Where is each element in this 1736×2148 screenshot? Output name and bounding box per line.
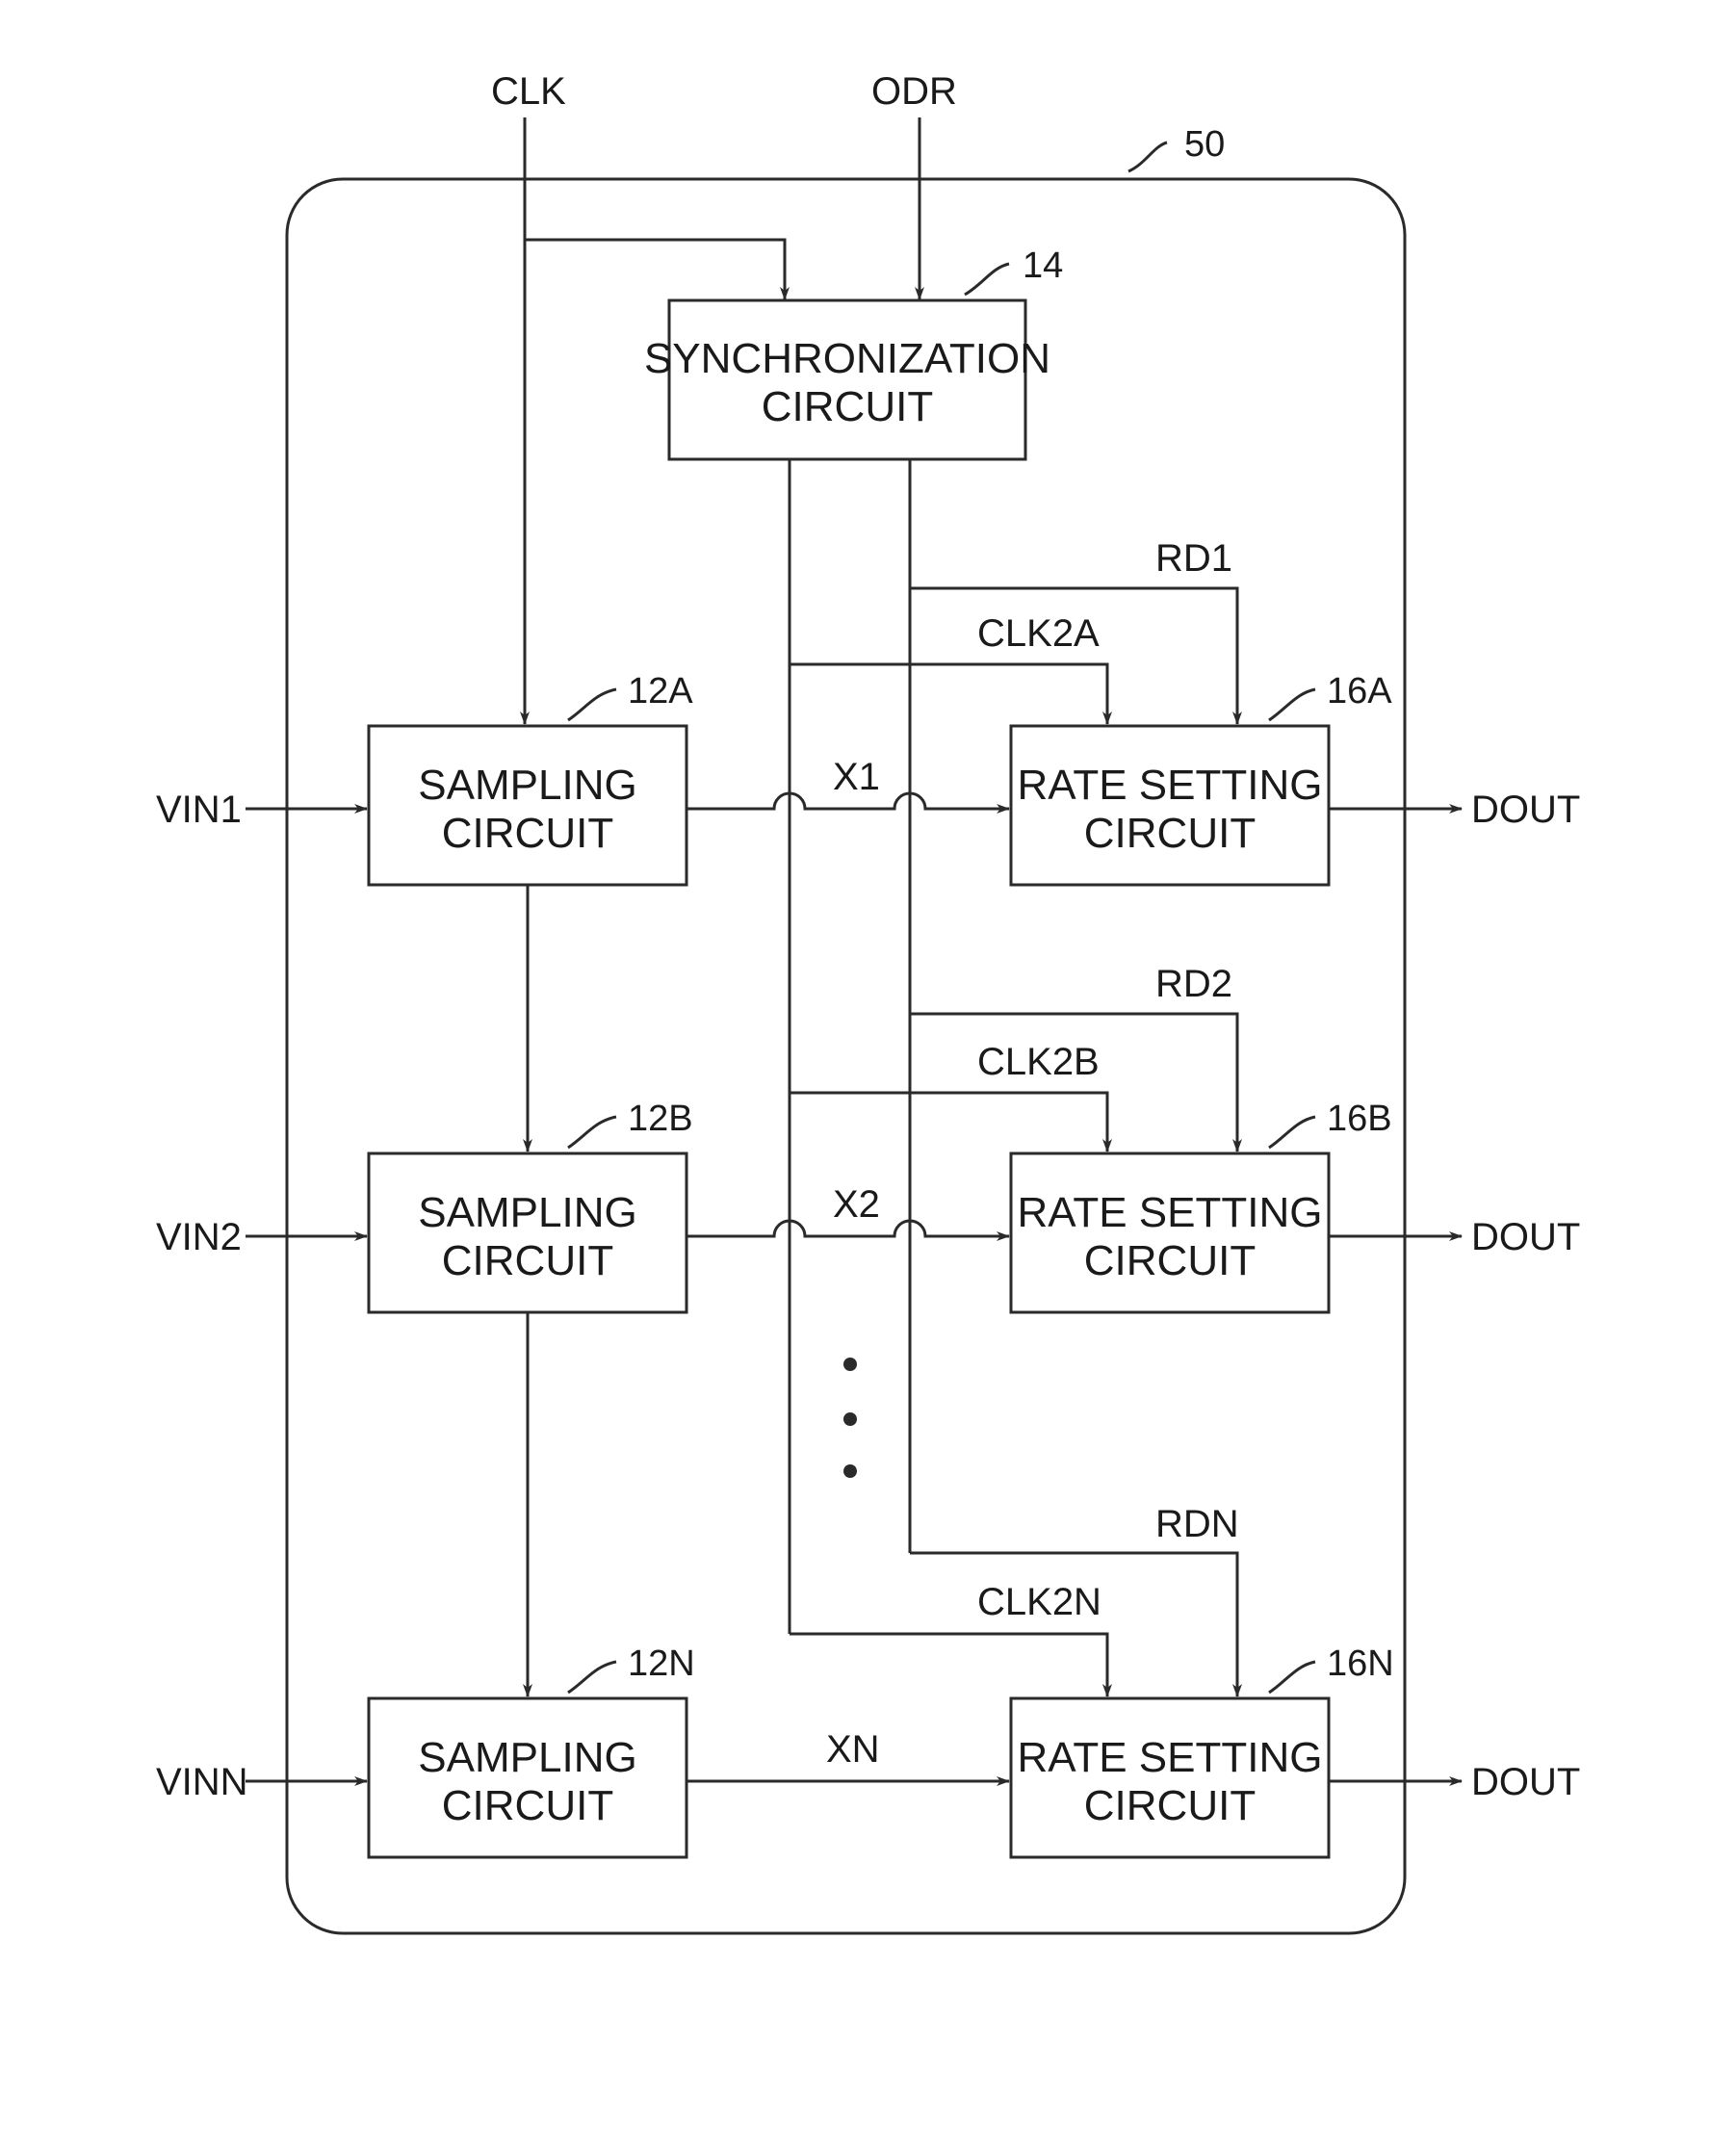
- rdn-label: RDN: [1155, 1503, 1239, 1545]
- clk2a-label: CLK2A: [977, 612, 1100, 655]
- rate-16b-label-2: CIRCUIT: [1084, 1237, 1256, 1284]
- device-ref: 50: [1184, 124, 1225, 165]
- rate-16n-label-2: CIRCUIT: [1084, 1782, 1256, 1829]
- ref-12a-leader: [568, 689, 616, 720]
- rate-16a-label-2: CIRCUIT: [1084, 810, 1256, 857]
- rate-16b-label-1: RATE SETTING: [1018, 1189, 1323, 1236]
- rate-16n-label-1: RATE SETTING: [1018, 1734, 1323, 1781]
- sampling-12b-label-2: CIRCUIT: [442, 1237, 613, 1284]
- clk2n-label: CLK2N: [977, 1581, 1101, 1623]
- dout-a-label: DOUT: [1471, 789, 1580, 831]
- ref-16b: 16B: [1327, 1099, 1392, 1139]
- device-ref-leader: [1128, 142, 1167, 171]
- rdn-line: [910, 1553, 1237, 1696]
- vin1-label: VIN1: [156, 789, 242, 831]
- dout-n-label: DOUT: [1471, 1761, 1580, 1803]
- clk2a-line: [790, 664, 1107, 724]
- ref-12a: 12A: [628, 671, 693, 712]
- ref-16n-leader: [1269, 1662, 1315, 1693]
- clk-to-sync: [525, 240, 785, 299]
- ref-12n-leader: [568, 1662, 616, 1693]
- rd2-label: RD2: [1155, 963, 1232, 1005]
- ref-16a: 16A: [1327, 671, 1392, 712]
- x1-label: X1: [833, 756, 880, 798]
- sync-ref-leader: [965, 264, 1009, 295]
- ref-16n: 16N: [1327, 1643, 1394, 1684]
- sampling-12a-label-1: SAMPLING: [418, 762, 636, 809]
- clk2b-label: CLK2B: [977, 1041, 1100, 1083]
- sampling-12b-label-1: SAMPLING: [418, 1189, 636, 1236]
- clk2b-line: [790, 1093, 1107, 1152]
- sampling-12n-label-2: CIRCUIT: [442, 1782, 613, 1829]
- x2-label: X2: [833, 1183, 880, 1226]
- ref-12n: 12N: [628, 1643, 695, 1684]
- sync-ref: 14: [1023, 246, 1063, 286]
- odr-input-label: ODR: [871, 70, 957, 113]
- sync-label-2: CIRCUIT: [762, 383, 933, 430]
- sampling-12a-label-2: CIRCUIT: [442, 810, 613, 857]
- dout-b-label: DOUT: [1471, 1216, 1580, 1258]
- xn-label: XN: [826, 1728, 880, 1771]
- vin2-label: VIN2: [156, 1216, 242, 1258]
- clk2n-line: [790, 1634, 1107, 1696]
- sampling-12n-label-1: SAMPLING: [418, 1734, 636, 1781]
- ref-12b-leader: [568, 1117, 616, 1148]
- ref-16a-leader: [1269, 689, 1315, 720]
- ref-12b: 12B: [628, 1099, 693, 1139]
- ellipsis-dot-2: [843, 1412, 857, 1426]
- sync-label-1: SYNCHRONIZATION: [644, 335, 1050, 382]
- rate-16a-label-1: RATE SETTING: [1018, 762, 1323, 809]
- ellipsis-dot-1: [843, 1358, 857, 1371]
- clk-input-label: CLK: [491, 70, 566, 113]
- rd1-line: [910, 588, 1237, 724]
- ellipsis-dot-3: [843, 1464, 857, 1478]
- ref-16b-leader: [1269, 1117, 1315, 1148]
- rd1-label: RD1: [1155, 537, 1232, 580]
- vinn-label: VINN: [156, 1761, 248, 1803]
